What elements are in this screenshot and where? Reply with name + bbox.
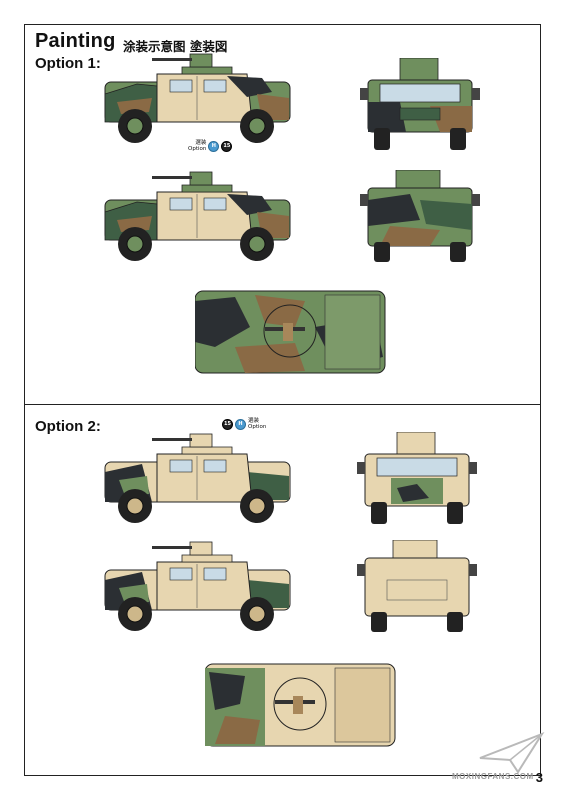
option-2-front-view <box>357 432 478 525</box>
option-2-rear-view <box>357 540 478 633</box>
part-number-badge: 15 <box>222 418 233 430</box>
option-1-note: 選装 Option H 15 <box>188 140 233 152</box>
part-badge-icon: H <box>208 140 220 152</box>
section-divider <box>24 404 541 405</box>
page-number: 3 <box>535 770 543 785</box>
option-1-front-view <box>360 58 481 151</box>
option-2-side-view-upper <box>104 433 291 524</box>
part-badge-icon: H <box>235 418 246 430</box>
watermark-text: MOXINGFANS.COM <box>452 772 534 781</box>
option-2-side-view-lower <box>104 541 291 632</box>
page-title: Painting <box>35 30 116 52</box>
note-line-cn: 選装 <box>248 418 260 424</box>
option-2-label: Option 2: <box>35 418 101 435</box>
option-1-rear-view <box>360 170 481 263</box>
option-2-note: 15 H 選装 Option <box>222 418 266 430</box>
note-line-cn: 選装 <box>195 140 207 146</box>
option-1-side-view-upper <box>104 53 291 144</box>
option-1-label: Option 1: <box>35 55 101 72</box>
option-1-side-view-lower <box>104 171 291 262</box>
note-line-en: Option <box>188 146 207 152</box>
note-line-en: Option <box>248 424 267 430</box>
paper-plane-watermark-icon <box>479 731 545 774</box>
page-subtitle: 涂装示意图 塗装図 <box>123 39 228 54</box>
page-frame <box>24 24 541 776</box>
option-1-top-view <box>195 290 386 374</box>
option-2-top-view <box>205 663 396 747</box>
part-number-badge: 15 <box>221 140 233 152</box>
